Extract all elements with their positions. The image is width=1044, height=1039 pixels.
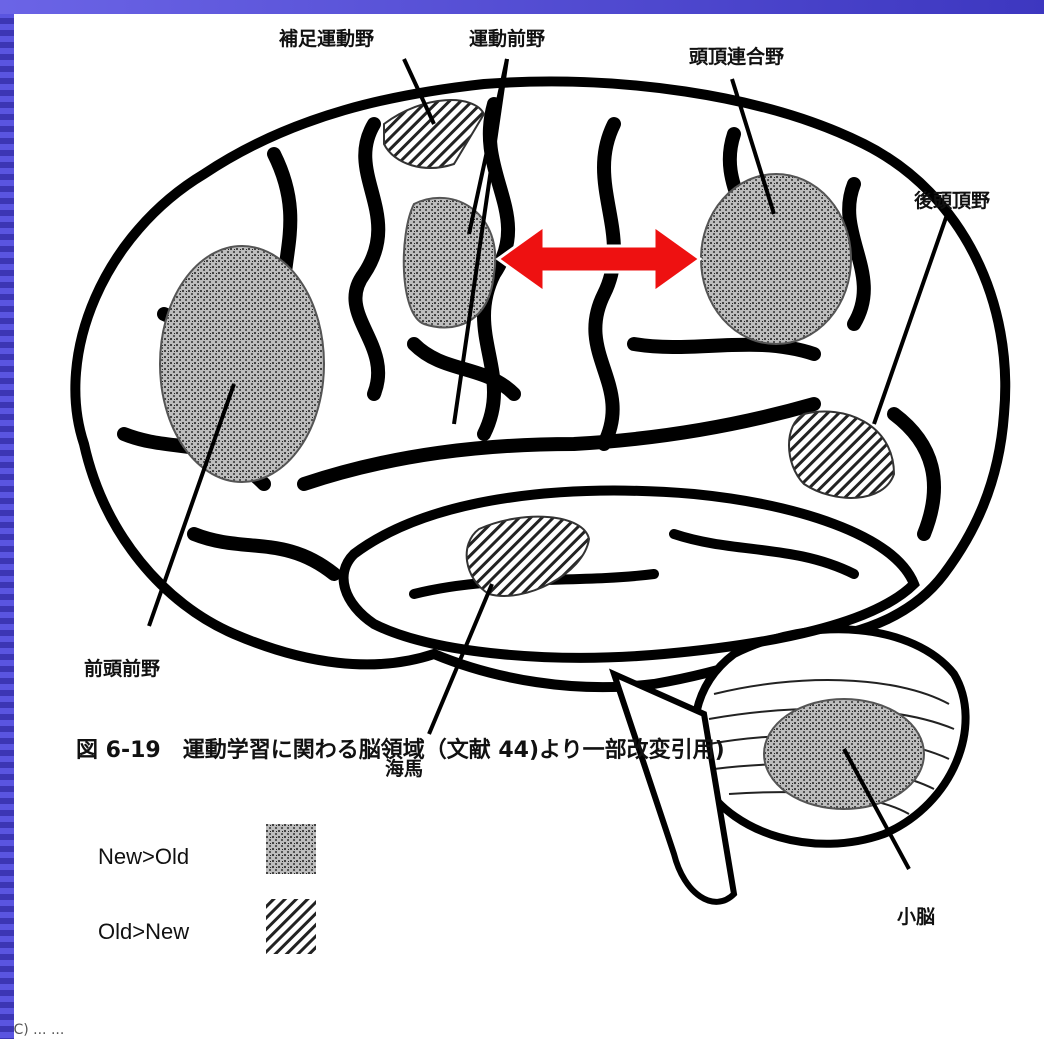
- label-supplementary-motor: 補足運動野: [279, 24, 374, 51]
- figure-caption: 図 6-19 運動学習に関わる脳領域（文献 44)より一部改変引用): [76, 732, 725, 764]
- region-cerebellum: [764, 699, 924, 809]
- label-premotor: 運動前野: [469, 24, 545, 51]
- label-parietal-association: 頭頂連合野: [689, 42, 784, 69]
- slide-left-border: [0, 0, 14, 1039]
- label-prefrontal: 前頭前野: [84, 654, 160, 681]
- brain-illustration: [14, 14, 1044, 1039]
- region-prefrontal: [160, 246, 324, 482]
- legend-label-old-new: Old>New: [98, 919, 189, 945]
- brain-figure: 補足運動野 運動前野 頭頂連合野 後頭頂野 前頭前野 海馬 小脳 New>Old…: [14, 14, 1044, 1039]
- slide-top-border: [0, 0, 1044, 14]
- legend-swatch-new-old: [266, 824, 316, 874]
- footer-text: (C) ... ...: [14, 1022, 64, 1038]
- label-cerebellum: 小脳: [897, 902, 935, 929]
- legend-label-new-old: New>Old: [98, 844, 189, 870]
- region-parietal: [701, 174, 851, 344]
- region-premotor: [404, 198, 496, 328]
- legend-swatch-old-new: [266, 899, 316, 954]
- label-posterior-parietal: 後頭頂野: [914, 186, 990, 213]
